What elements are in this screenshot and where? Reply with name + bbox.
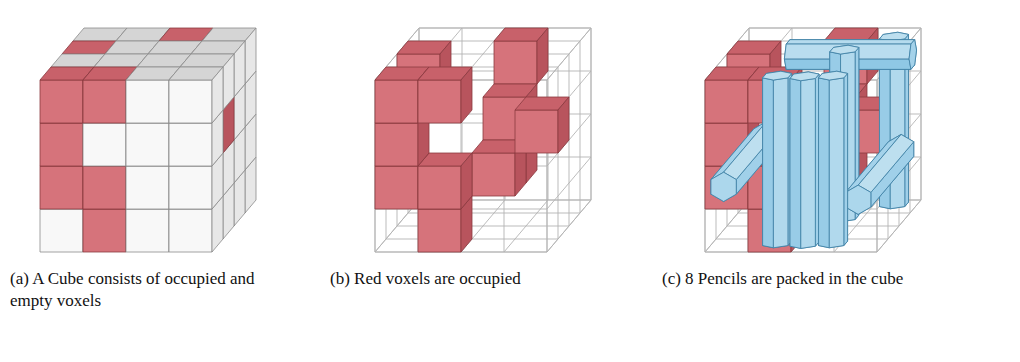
empty-voxel [169,209,212,252]
occupied-voxel [375,80,418,123]
occupied-voxel [83,80,126,123]
occupied-voxel [494,41,537,84]
occupied-voxel [375,166,418,209]
occupied-voxel [375,123,418,166]
grid-line [504,200,548,252]
empty-voxel [212,67,223,123]
caption-box: (b) Red voxels are occupied [330,268,630,290]
grid-line [547,28,591,80]
grid-line [547,28,591,80]
empty-voxel [169,80,212,123]
occupied-voxel [418,80,461,123]
pencil [773,78,788,248]
occupied-voxel [40,123,83,166]
caption-box: (a) A Cube consists of occupied and empt… [10,268,300,312]
grid-line [921,28,922,200]
pencil [790,72,819,81]
pencil [819,78,830,248]
occupied-voxel [83,166,126,209]
pencil [801,79,816,249]
occupied-voxel [472,153,515,196]
occupied-voxel [40,80,83,123]
empty-voxel [83,123,126,166]
empty-voxel [245,28,256,84]
empty-voxel [169,123,212,166]
pencil [844,73,848,245]
empty-voxel [126,166,169,209]
occupied-voxel [83,209,126,252]
empty-voxel [126,80,169,123]
pencil [790,79,801,249]
empty-voxel [169,166,212,209]
occupied-voxel [418,166,461,209]
subfigure-caption: (a) A Cube consists of occupied and empt… [10,269,255,310]
subfigure-caption: (c) 8 Pencils are packed in the cube [662,269,903,288]
pencil [763,71,792,80]
subfigure-caption: (b) Red voxels are occupied [330,269,521,288]
empty-voxel [223,54,234,110]
empty-voxel [126,123,169,166]
grid-line [591,28,592,200]
pencil [830,45,859,54]
empty-voxel [234,41,245,97]
pencil [858,134,914,192]
occupied-voxel [705,80,748,123]
occupied-voxel [537,28,548,84]
pencil [909,40,916,70]
caption-box: (c) 8 Pencils are packed in the cube [662,268,912,290]
occupied-voxel [418,209,461,252]
pencil [819,71,848,80]
empty-voxel [40,209,83,252]
grid-line [591,28,592,200]
empty-voxel [126,209,169,252]
occupied-voxel [558,97,569,153]
occupied-voxel [461,153,472,209]
occupied-voxel [40,166,83,209]
pencil [711,172,736,201]
grid-line [921,28,922,200]
grid-line [580,41,581,213]
grid-line [547,200,591,252]
occupied-voxel [461,67,472,123]
pencil [846,185,871,214]
pencil [763,78,774,248]
occupied-voxel [515,110,558,153]
pencil [786,40,914,44]
pencil [829,78,844,248]
